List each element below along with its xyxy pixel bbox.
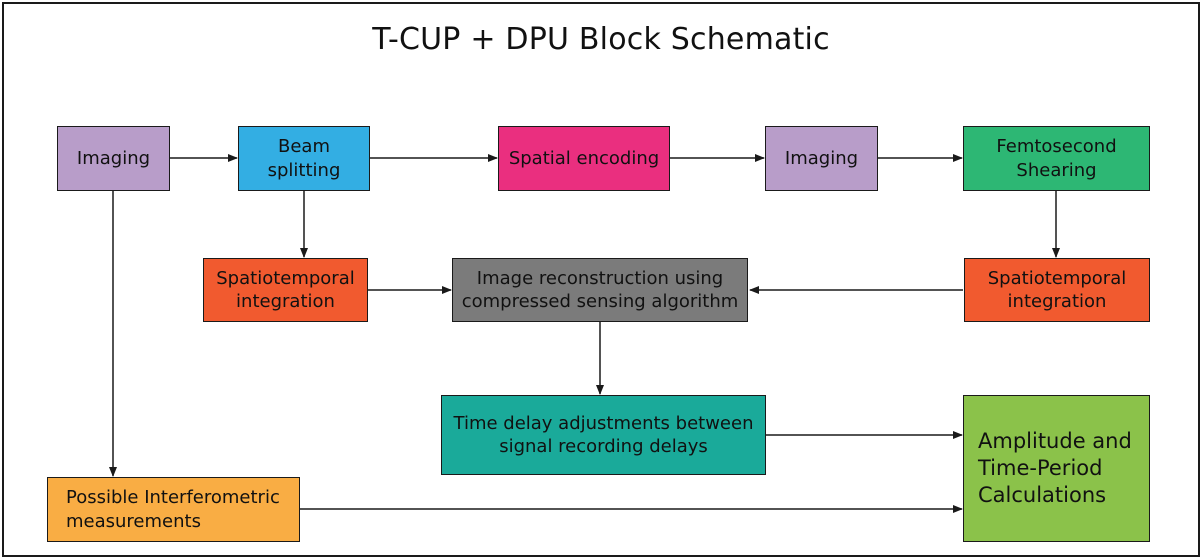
- beam-splitting-block: Beam splitting: [238, 126, 370, 191]
- spatiotemporal-integration-left-block: Spatiotemporal integration: [203, 258, 368, 322]
- interferometric-label: Possible Interferometric measurements: [66, 487, 280, 532]
- time-delay-adjustments-block: Time delay adjustments between signal re…: [441, 395, 766, 475]
- image-reconstruction-block: Image reconstruction using compressed se…: [452, 258, 748, 322]
- imaging-block-2: Imaging: [765, 126, 878, 191]
- interferometric-measurements-block: Possible Interferometric measurements: [47, 477, 300, 542]
- femtosecond-shearing-label: Femtosecond Shearing: [996, 136, 1117, 181]
- imaging-block-2-label: Imaging: [784, 147, 859, 169]
- beam-splitting-label: Beam splitting: [267, 136, 341, 181]
- spatial-encoding-block: Spatial encoding: [498, 126, 670, 191]
- time-delay-label: Time delay adjustments between signal re…: [453, 412, 754, 457]
- spatiotemporal-integration-right-block: Spatiotemporal integration: [964, 258, 1150, 322]
- spatial-encoding-label: Spatial encoding: [508, 147, 660, 169]
- femtosecond-shearing-block: Femtosecond Shearing: [963, 126, 1150, 191]
- amplitude-time-period-block: Amplitude and Time-Period Calculations: [963, 395, 1150, 542]
- amplitude-label: Amplitude and Time-Period Calculations: [978, 428, 1132, 508]
- imaging-block-1: Imaging: [57, 126, 170, 191]
- image-reconstruction-label: Image reconstruction using compressed se…: [461, 267, 739, 312]
- imaging-block-1-label: Imaging: [76, 147, 151, 169]
- diagram-title: T-CUP + DPU Block Schematic: [372, 22, 830, 57]
- spatiotemporal-right-label: Spatiotemporal integration: [987, 267, 1127, 312]
- spatiotemporal-left-label: Spatiotemporal integration: [216, 267, 355, 312]
